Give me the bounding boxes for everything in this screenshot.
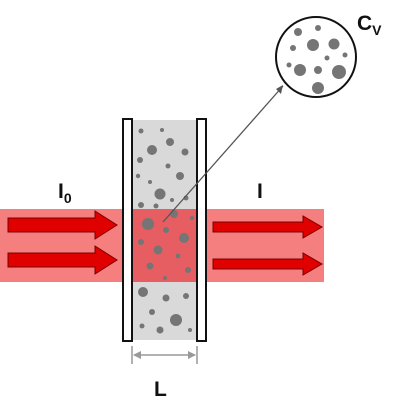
particle: [138, 239, 144, 245]
particle: [332, 65, 346, 79]
path-length-dimension: [131, 346, 198, 364]
particle: [179, 233, 189, 243]
particle: [160, 128, 164, 132]
particle: [314, 66, 322, 74]
particle: [185, 267, 191, 273]
particle: [163, 276, 167, 280]
path-length-label: L: [154, 378, 167, 401]
particle: [146, 262, 154, 270]
particle: [138, 202, 144, 208]
particle: [188, 328, 192, 332]
magnified-particles-icon: [275, 16, 357, 98]
particle: [153, 245, 163, 255]
particle: [142, 218, 154, 230]
particle: [165, 163, 171, 169]
particle: [307, 39, 319, 51]
particle: [156, 326, 164, 334]
particle: [312, 82, 324, 94]
particle: [294, 28, 302, 36]
particle: [170, 198, 174, 202]
incident-arrow-bottom: [7, 245, 118, 275]
particle: [135, 173, 141, 179]
particle: [328, 38, 340, 50]
particle: [139, 323, 145, 329]
particle: [137, 157, 143, 163]
concentration-label: CV: [357, 12, 382, 38]
particle: [163, 227, 169, 233]
incident-intensity-label: I0: [58, 180, 72, 206]
particle: [286, 62, 292, 68]
particle: [181, 148, 189, 156]
zoom-arrowhead: [276, 85, 283, 94]
cuvette-right-wall: [196, 118, 207, 342]
sample-particles: [135, 128, 195, 334]
particle: [324, 55, 330, 61]
particle: [162, 294, 170, 302]
particle: [138, 287, 148, 297]
particle: [342, 52, 348, 58]
particle: [170, 314, 182, 326]
incident-arrow-top: [7, 210, 118, 240]
particle: [166, 138, 174, 146]
zoom-line: [162, 85, 284, 223]
particle: [315, 25, 321, 31]
particle: [147, 145, 157, 155]
transmitted-intensity-label: I: [257, 180, 263, 203]
transmitted-arrow-top: [212, 215, 323, 239]
cuvette-left-wall: [122, 118, 133, 342]
particle: [148, 180, 152, 184]
particle: [189, 215, 195, 221]
particle: [294, 64, 306, 76]
particle: [176, 172, 184, 180]
transmitted-arrow-bottom: [212, 252, 323, 276]
particle: [175, 253, 181, 259]
particle: [153, 203, 159, 209]
particle: [170, 210, 178, 218]
particle: [183, 293, 189, 299]
particle: [138, 128, 144, 134]
particle: [154, 188, 166, 200]
particle: [149, 309, 155, 315]
particle: [290, 45, 296, 51]
